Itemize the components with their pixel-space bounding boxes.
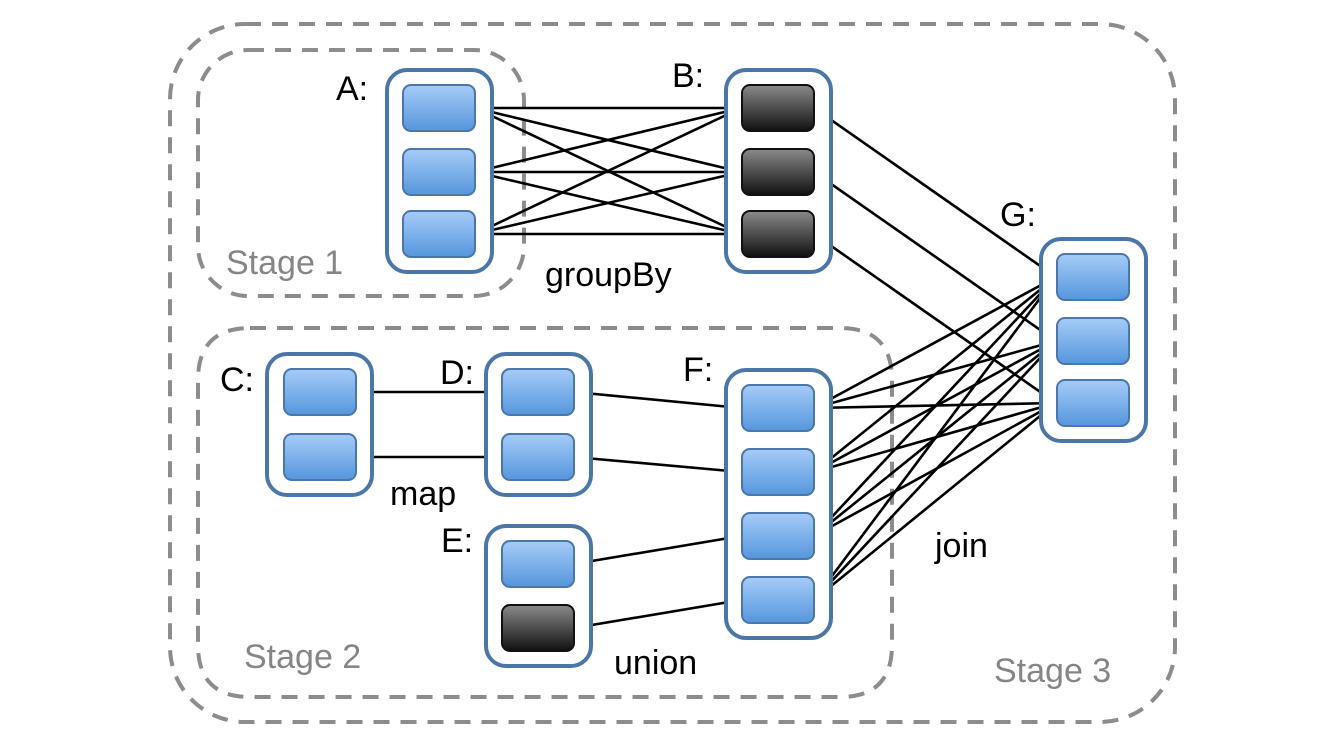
rdd-a [385,68,494,274]
stage-2-label: Stage 2 [244,638,361,676]
operation-label-map: map [390,475,456,513]
edge-d1-f1 [573,455,742,478]
stage-3-label: Stage 3 [994,652,1111,690]
stage-3-boundary [168,22,1177,724]
partition-c1 [283,433,357,481]
rdd-f [724,368,833,640]
rdd-container-f [724,368,833,640]
partition-b1 [741,148,815,196]
rdd-e [484,524,593,668]
partition-f0 [741,384,815,432]
edge-e1-f3 [573,595,742,630]
edge-e0-f2 [573,531,742,566]
partition-g0 [1056,253,1130,301]
rdd-label-b: B: [672,57,704,95]
operation-label-union: union [614,644,697,682]
edge-f0-g0 [813,275,1057,410]
partition-a1 [402,148,476,196]
partition-f2 [741,512,815,560]
edge-f3-g0 [812,276,1058,601]
edge-a2-b1 [474,168,742,236]
rdd-label-d: D: [440,354,474,392]
edge-a2-b0 [474,106,742,236]
partition-c0 [283,368,357,416]
edge-b2-g2 [813,232,1057,405]
partition-f3 [741,576,815,624]
partition-d0 [501,368,575,416]
partition-d1 [501,433,575,481]
partition-a2 [402,210,476,258]
partition-f1 [741,448,815,496]
stage-2-boundary [196,326,894,699]
partition-a0 [402,84,476,132]
partition-g1 [1056,317,1130,365]
partition-b2 [741,210,815,258]
edge-f1-g0 [813,275,1057,474]
partition-e0 [501,540,575,588]
stage-1-label: Stage 1 [226,244,343,282]
partition-e1 [501,604,575,652]
labels: A: B: C: D: E: F: G: groupBy map union j… [220,57,1111,690]
rdds [265,68,1148,668]
edge-b1-g1 [813,170,1057,343]
partition-g2 [1056,379,1130,427]
dependency-edges [356,100,1058,630]
rdd-g [1039,237,1148,443]
edge-f3-g2 [813,401,1057,602]
rdd-label-a: A: [336,70,368,108]
operation-label-groupby: groupBy [545,256,672,294]
stage-1-boundary [196,48,526,298]
operation-label-join: join [934,527,988,565]
edge-f2-g0 [813,276,1057,537]
rdd-d [484,352,593,497]
edge-d0-f0 [573,390,742,414]
edge-b0-g0 [813,106,1057,279]
rdd-c [265,352,374,497]
rdd-label-c: C: [220,361,254,399]
edge-f3-g1 [813,340,1057,601]
rdd-label-g: G: [1000,196,1036,234]
rdd-label-f: F: [683,351,713,389]
rdd-b [724,68,833,274]
partition-b0 [741,84,815,132]
edge-a1-b0 [474,104,742,174]
stage-boundaries [168,22,1177,724]
rdd-label-e: E: [441,522,473,560]
